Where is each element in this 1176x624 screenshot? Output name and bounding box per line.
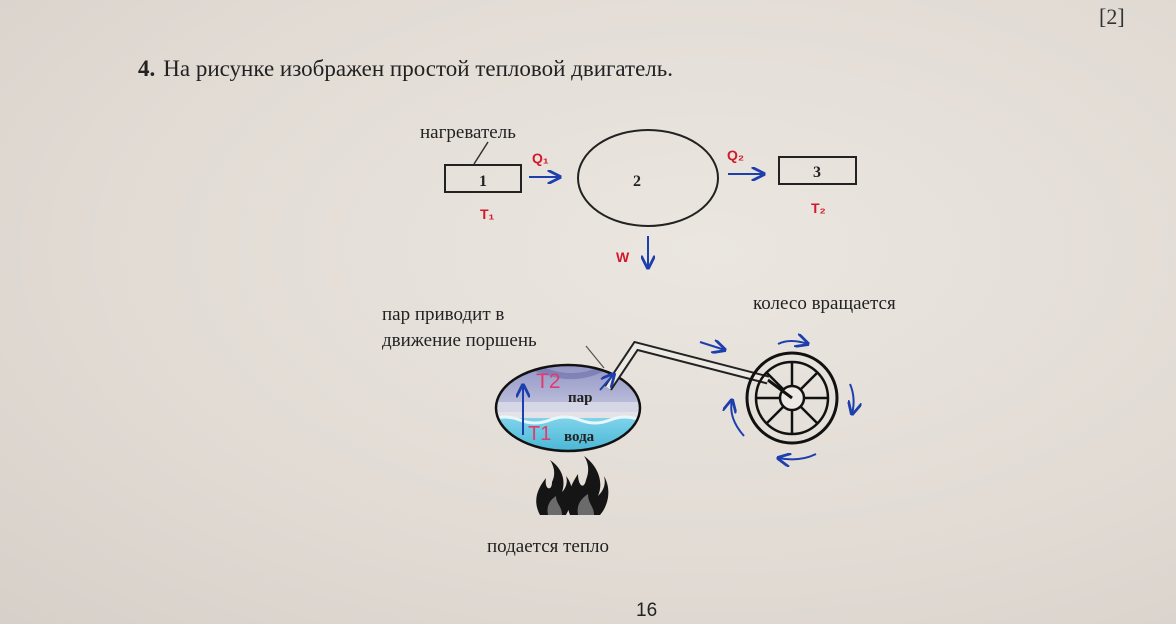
wheel-left-arrow <box>731 400 745 437</box>
working-body-number: 2 <box>633 173 641 190</box>
steam-pointer-line <box>585 345 605 369</box>
page-number: 16 <box>636 600 658 621</box>
wheel-top-arrow <box>777 341 808 344</box>
heater-label: нагреватель <box>420 122 516 143</box>
heater-box-number: 1 <box>479 173 487 190</box>
q1-label: Q₁ <box>532 150 549 166</box>
work-label: W <box>616 249 630 265</box>
wheel-right-arrow <box>850 383 854 414</box>
block-scheme: нагреватель 1 T₁ Q₁ 2 Q₂ 3 T₂ W <box>420 122 857 268</box>
boiler-t1-label: T1 <box>528 423 551 445</box>
heat-label: подается тепло <box>487 536 609 557</box>
cooler-box-number: 3 <box>813 164 821 181</box>
steam-engine: пар приводит в движение поршень колесо в… <box>382 293 896 557</box>
flame-icon <box>536 456 609 515</box>
boiler-steam-label: пар <box>568 390 593 406</box>
piston-arrow <box>599 374 614 391</box>
t2-label: T₂ <box>811 200 826 216</box>
wheel-label: колесо вращается <box>753 293 896 314</box>
question-text: На рисунке изображен простой тепловой дв… <box>163 56 674 81</box>
boiler-water-label: вода <box>564 429 595 445</box>
boiler-t2-label: T2 <box>536 370 561 393</box>
question-heading: 4. На рисунке изображен простой тепловой … <box>138 56 673 82</box>
question-number: 4. <box>138 56 156 81</box>
working-body-ellipse <box>577 129 719 227</box>
wheel-bottom-arrow <box>778 454 817 459</box>
steam-label-line1: пар приводит в <box>382 304 504 325</box>
rod-motion-arrow <box>699 342 725 350</box>
q2-label: Q₂ <box>727 147 744 163</box>
t1-label: T₁ <box>480 206 495 222</box>
marks-label: [2] <box>1099 4 1125 29</box>
cooler-box <box>778 156 857 185</box>
flywheel <box>745 351 839 445</box>
steam-label-line2: движение поршень <box>382 330 537 351</box>
heater-pointer-line <box>473 141 489 165</box>
heater-box <box>444 164 522 193</box>
